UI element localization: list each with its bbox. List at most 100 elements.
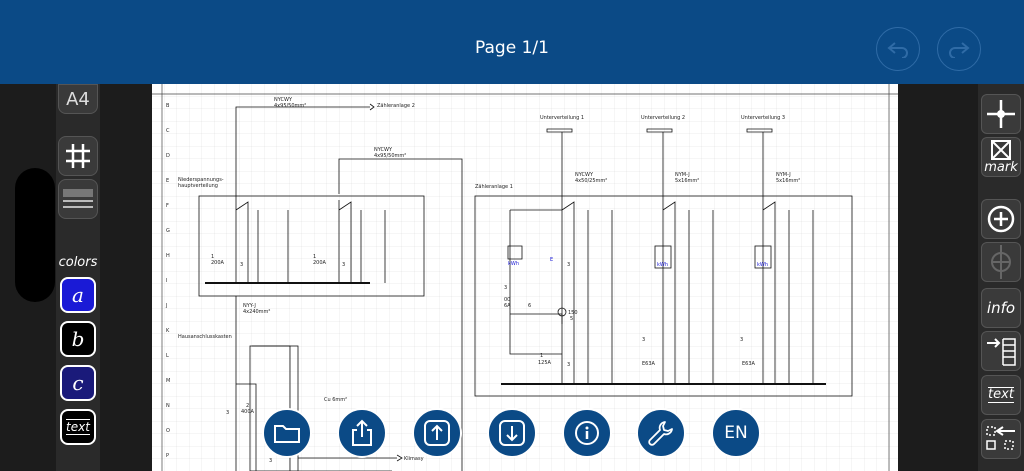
svg-text:4x50/25mm²: 4x50/25mm²	[575, 178, 607, 184]
svg-text:kWh: kWh	[657, 262, 668, 268]
text-button[interactable]: text	[981, 375, 1021, 415]
grid-icon	[66, 144, 90, 168]
svg-text:M: M	[166, 378, 170, 384]
color-b-button[interactable]: b	[60, 321, 96, 357]
svg-text:H: H	[166, 253, 170, 259]
svg-text:E: E	[166, 178, 169, 184]
info-tool-button[interactable]: info	[981, 288, 1021, 328]
svg-text:6: 6	[528, 303, 531, 309]
svg-text:Cu 6mm²: Cu 6mm²	[324, 397, 347, 403]
info-icon	[575, 421, 599, 445]
component-button[interactable]	[981, 242, 1021, 282]
import-list-icon	[987, 338, 1016, 366]
svg-text:5x16mm²: 5x16mm²	[776, 178, 800, 184]
svg-text:NYY-J: NYY-J	[243, 303, 256, 309]
svg-text:150: 150	[568, 310, 578, 316]
download-button[interactable]	[487, 408, 537, 458]
svg-text:Unterverteilung 1: Unterverteilung 1	[540, 115, 584, 121]
svg-text:3: 3	[504, 285, 507, 291]
svg-text:200A: 200A	[211, 260, 225, 266]
color-b-label: b	[71, 327, 85, 351]
share-button[interactable]	[337, 408, 387, 458]
layout-button[interactable]	[58, 179, 98, 219]
svg-text:NYM-J: NYM-J	[675, 172, 690, 178]
svg-text:400A: 400A	[241, 409, 255, 415]
drawing-canvas[interactable]: B C D E F G H I J K L M N O P	[152, 84, 898, 471]
svg-text:5: 5	[570, 316, 573, 322]
svg-text:3: 3	[740, 337, 743, 343]
svg-text:6A: 6A	[504, 303, 511, 309]
svg-text:O: O	[166, 428, 170, 434]
svg-text:3: 3	[642, 337, 645, 343]
wrench-icon	[648, 421, 673, 446]
svg-text:Zähleranlage 1: Zähleranlage 1	[475, 184, 513, 190]
undo-button[interactable]	[876, 27, 920, 71]
svg-text:Unterverteilung 2: Unterverteilung 2	[641, 115, 685, 121]
svg-text:1: 1	[211, 254, 214, 260]
color-c-label: c	[72, 371, 84, 395]
svg-text:200A: 200A	[313, 260, 327, 266]
svg-text:G: G	[166, 228, 170, 234]
color-c-button[interactable]: c	[60, 365, 96, 401]
upload-button[interactable]	[412, 408, 462, 458]
redo-arrow-icon	[949, 42, 970, 58]
svg-text:2: 2	[246, 403, 249, 409]
svg-text:3: 3	[342, 262, 345, 268]
grid-button[interactable]	[58, 136, 98, 176]
svg-text:NYCWY: NYCWY	[374, 147, 393, 153]
open-folder-button[interactable]	[262, 408, 312, 458]
svg-text:P: P	[166, 453, 169, 459]
svg-text:E63A: E63A	[742, 361, 756, 367]
crosshair-button[interactable]	[981, 94, 1021, 134]
svg-text:4x95/50mm²: 4x95/50mm²	[374, 153, 406, 159]
svg-text:4x95/50mm²: 4x95/50mm²	[274, 103, 306, 109]
svg-text:1: 1	[540, 353, 543, 359]
text-tool-button[interactable]: text	[60, 409, 96, 445]
svg-text:1: 1	[313, 254, 316, 260]
redo-button[interactable]	[937, 27, 981, 71]
text-label: text	[988, 387, 1014, 403]
svg-text:hauptverteilung: hauptverteilung	[178, 183, 218, 189]
svg-text:kWh: kWh	[757, 262, 768, 268]
colors-label: colors	[58, 255, 98, 270]
schematic-drawing: B C D E F G H I J K L M N O P	[152, 84, 898, 471]
add-button[interactable]	[981, 199, 1021, 239]
mark-button[interactable]: mark	[981, 137, 1021, 177]
svg-text:E63A: E63A	[642, 361, 656, 367]
swap-button[interactable]	[981, 419, 1021, 459]
import-button[interactable]	[981, 331, 1021, 371]
svg-text:3: 3	[240, 262, 243, 268]
svg-text:J: J	[165, 303, 167, 309]
scroll-handle[interactable]	[15, 168, 55, 302]
settings-button[interactable]	[636, 408, 686, 458]
page-layout-icon	[63, 189, 93, 208]
language-button[interactable]: EN	[711, 408, 761, 458]
svg-text:4x240mm²: 4x240mm²	[243, 309, 270, 315]
svg-text:B: B	[166, 103, 170, 109]
svg-text:NYCWY: NYCWY	[274, 97, 293, 103]
row-letters: B C D E F G H I J K L M N O P	[165, 103, 170, 459]
info-button[interactable]	[562, 408, 612, 458]
undo-arrow-icon	[887, 42, 908, 58]
swap-icon	[986, 426, 1015, 450]
svg-text:3: 3	[567, 262, 570, 268]
svg-text:kWh: kWh	[508, 261, 519, 267]
text-tool-label: text	[66, 419, 90, 435]
svg-text:00: 00	[504, 297, 510, 303]
svg-text:D: D	[166, 153, 170, 159]
mark-label: mark	[984, 159, 1018, 175]
svg-text:Unterverteilung 3: Unterverteilung 3	[741, 115, 785, 121]
svg-text:Hausanschlusskasten: Hausanschlusskasten	[178, 334, 232, 340]
top-bar: Page 1/1	[0, 0, 1024, 84]
svg-text:Niederspannungs-: Niederspannungs-	[178, 177, 224, 183]
folder-icon	[274, 425, 300, 443]
info-tool-label: info	[986, 299, 1016, 317]
svg-text:125A: 125A	[538, 360, 552, 366]
color-a-button[interactable]: a	[60, 277, 96, 313]
svg-text:NYM-J: NYM-J	[776, 172, 791, 178]
language-label: EN	[724, 423, 748, 443]
svg-text:I: I	[166, 278, 167, 284]
download-icon	[499, 420, 525, 446]
svg-text:Zähleranlage 2: Zähleranlage 2	[377, 103, 415, 109]
page-size-button[interactable]: A4	[58, 84, 98, 114]
